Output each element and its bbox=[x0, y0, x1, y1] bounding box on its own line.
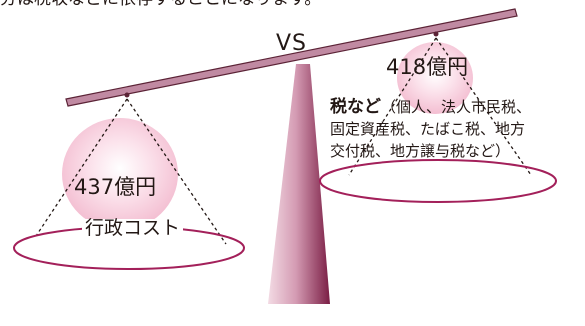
right-name-label: 税など bbox=[330, 97, 381, 117]
beam-right-pivot bbox=[433, 31, 439, 37]
right-description: 税など（個人、法人市民税、 固定資産税、たばこ税、地方 交付税、地方譲与税など） bbox=[330, 96, 531, 162]
left-pan-string-right bbox=[126, 98, 227, 245]
right-description-line-1: 税など（個人、法人市民税、 bbox=[330, 96, 531, 118]
beam bbox=[65, 8, 518, 107]
right-pan-blob bbox=[397, 42, 473, 114]
left-amount-label: 437億円 bbox=[74, 175, 157, 199]
right-detail-line-2: 固定資産税、たばこ税、地方 bbox=[330, 120, 526, 138]
intro-text: 分は税収などに依存することになります。 bbox=[0, 0, 321, 8]
right-pan bbox=[319, 159, 557, 203]
right-amount-label: 418億円 bbox=[386, 55, 469, 79]
right-detail-line-3: 交付税、地方譲与税など） bbox=[330, 142, 511, 160]
right-detail-line-1: （個人、法人市民税、 bbox=[381, 98, 532, 116]
left-name-label: 行政コスト bbox=[82, 219, 184, 238]
fulcrum bbox=[268, 64, 330, 304]
beam-left-pivot bbox=[124, 92, 130, 98]
left-pan-blob bbox=[62, 118, 178, 230]
vs-label: VS bbox=[276, 31, 308, 56]
right-pan-string-right bbox=[435, 37, 532, 176]
